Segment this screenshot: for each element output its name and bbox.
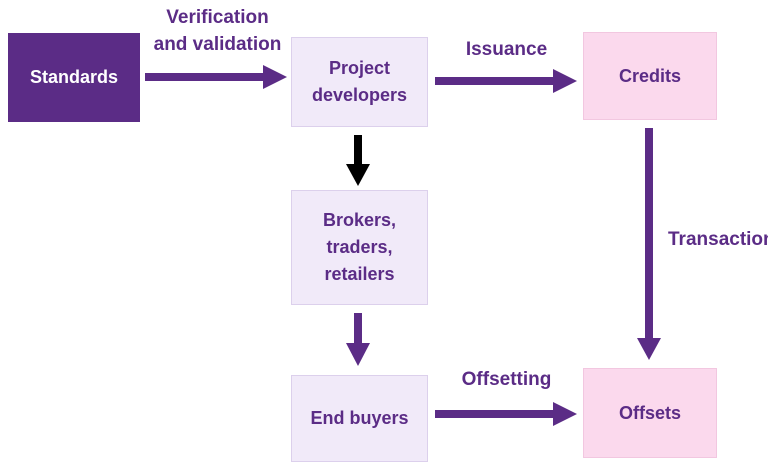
box-brokers-traders-retailers: Brokers, traders, retailers (291, 190, 428, 305)
arrow-end-buyers-to-offsets (435, 402, 577, 426)
label-issuance: Issuance (465, 39, 548, 60)
box-offsets: Offsets (583, 368, 717, 458)
box-standards: Standards (8, 33, 140, 122)
arrow-brokers-to-end-buyers (346, 313, 370, 366)
label-verification-and-validation: Verification and validation (153, 7, 282, 55)
arrow-project-developers-to-credits (435, 69, 577, 93)
label-transaction: Transaction (668, 229, 768, 250)
arrow-project-developers-to-brokers (346, 135, 370, 186)
box-project-developers: Project developers (291, 37, 428, 127)
label-offsetting: Offsetting (461, 369, 552, 390)
arrow-standards-to-project-developers (145, 65, 287, 89)
box-end-buyers: End buyers (291, 375, 428, 462)
box-credits: Credits (583, 32, 717, 120)
arrow-credits-to-offsets (637, 128, 661, 360)
